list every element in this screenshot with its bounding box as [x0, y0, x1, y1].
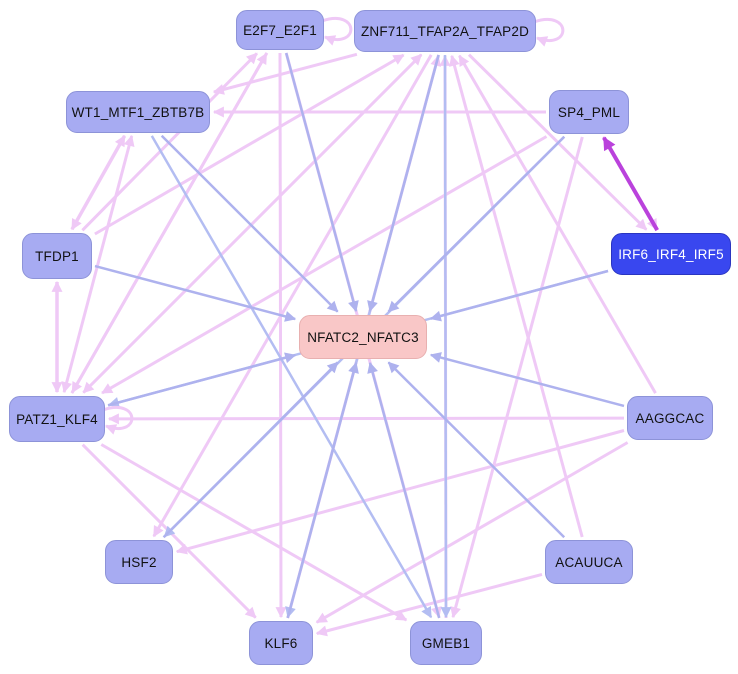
node-acauuca[interactable]: ACAUUCA [545, 540, 633, 584]
edge-wt1-gmeb1 [150, 135, 433, 619]
node-aaggcac[interactable]: AAGGCAC [627, 396, 713, 440]
node-wt1[interactable]: WT1_MTF1_ZBTB7B [66, 91, 210, 133]
node-label-sp4: SP4_PML [557, 104, 621, 120]
node-label-tfdp1: TFDP1 [35, 248, 79, 264]
edge-irf6-nfatc [429, 269, 609, 322]
node-label-e2f7: E2F7_E2F1 [243, 22, 317, 38]
edge-sp4-patz1 [101, 135, 548, 395]
edge-patz1-nfatc [107, 352, 297, 407]
node-nfatc[interactable]: NFATC2_NFATC3 [299, 315, 427, 359]
edge-sp4-nfatc [387, 135, 566, 313]
edge-aaggcac-hsf2 [175, 429, 625, 555]
edge-tfdp1-e2f7 [81, 52, 258, 232]
edge-hsf2-nfatc [162, 361, 339, 539]
edge-aaggcac-patz1 [107, 413, 625, 425]
edge-aaggcac-nfatc [429, 352, 625, 408]
self-loop-e2f7 [321, 17, 353, 46]
edge-klf6-nfatc [286, 361, 359, 619]
node-irf6[interactable]: IRF6_IRF4_IRF5 [611, 233, 731, 275]
edge-tfdp1-znf711 [94, 53, 405, 236]
edge-znf711-gmeb1 [440, 54, 452, 619]
edge-znf711-nfatc [367, 54, 440, 313]
self-loop-znf711 [533, 18, 565, 47]
edge-patz1-gmeb1 [100, 443, 408, 622]
edge-acauuca-nfatc [387, 361, 566, 539]
edge-wt1-nfatc [160, 134, 339, 313]
node-label-irf6: IRF6_IRF4_IRF5 [618, 246, 724, 262]
edge-irf6-sp4 [602, 136, 659, 232]
node-gmeb1[interactable]: GMEB1 [410, 621, 482, 665]
edge-acauuca-klf6 [315, 572, 543, 637]
edge-patz1-e2f7 [70, 52, 268, 394]
edge-e2f7-nfatc [284, 52, 359, 313]
node-hsf2[interactable]: HSF2 [105, 540, 173, 584]
node-znf711[interactable]: ZNF711_TFAP2A_TFAP2D [354, 10, 536, 52]
node-sp4[interactable]: SP4_PML [549, 90, 629, 134]
edge-e2f7-klf6 [275, 52, 287, 619]
node-label-nfatc: NFATC2_NFATC3 [307, 329, 419, 345]
node-klf6[interactable]: KLF6 [249, 621, 313, 665]
edge-znf711-hsf2 [152, 54, 433, 538]
node-label-znf711: ZNF711_TFAP2A_TFAP2D [360, 23, 530, 39]
node-label-gmeb1: GMEB1 [421, 635, 471, 651]
edge-aaggcac-klf6 [315, 441, 629, 624]
node-label-wt1: WT1_MTF1_ZBTB7B [71, 104, 205, 120]
node-label-patz1: PATZ1_KLF4 [16, 411, 98, 427]
node-label-hsf2: HSF2 [121, 554, 157, 570]
node-tfdp1[interactable]: TFDP1 [22, 233, 92, 279]
node-patz1[interactable]: PATZ1_KLF4 [9, 396, 105, 442]
node-label-acauuca: ACAUUCA [555, 554, 623, 570]
node-label-klf6: KLF6 [264, 635, 298, 651]
self-loop-patz1 [102, 406, 134, 435]
node-e2f7[interactable]: E2F7_E2F1 [236, 10, 324, 50]
node-label-aaggcac: AAGGCAC [635, 410, 705, 426]
edge-gmeb1-nfatc [367, 361, 441, 619]
edge-tfdp1-nfatc [94, 264, 297, 322]
edge-znf711-wt1 [212, 52, 358, 95]
